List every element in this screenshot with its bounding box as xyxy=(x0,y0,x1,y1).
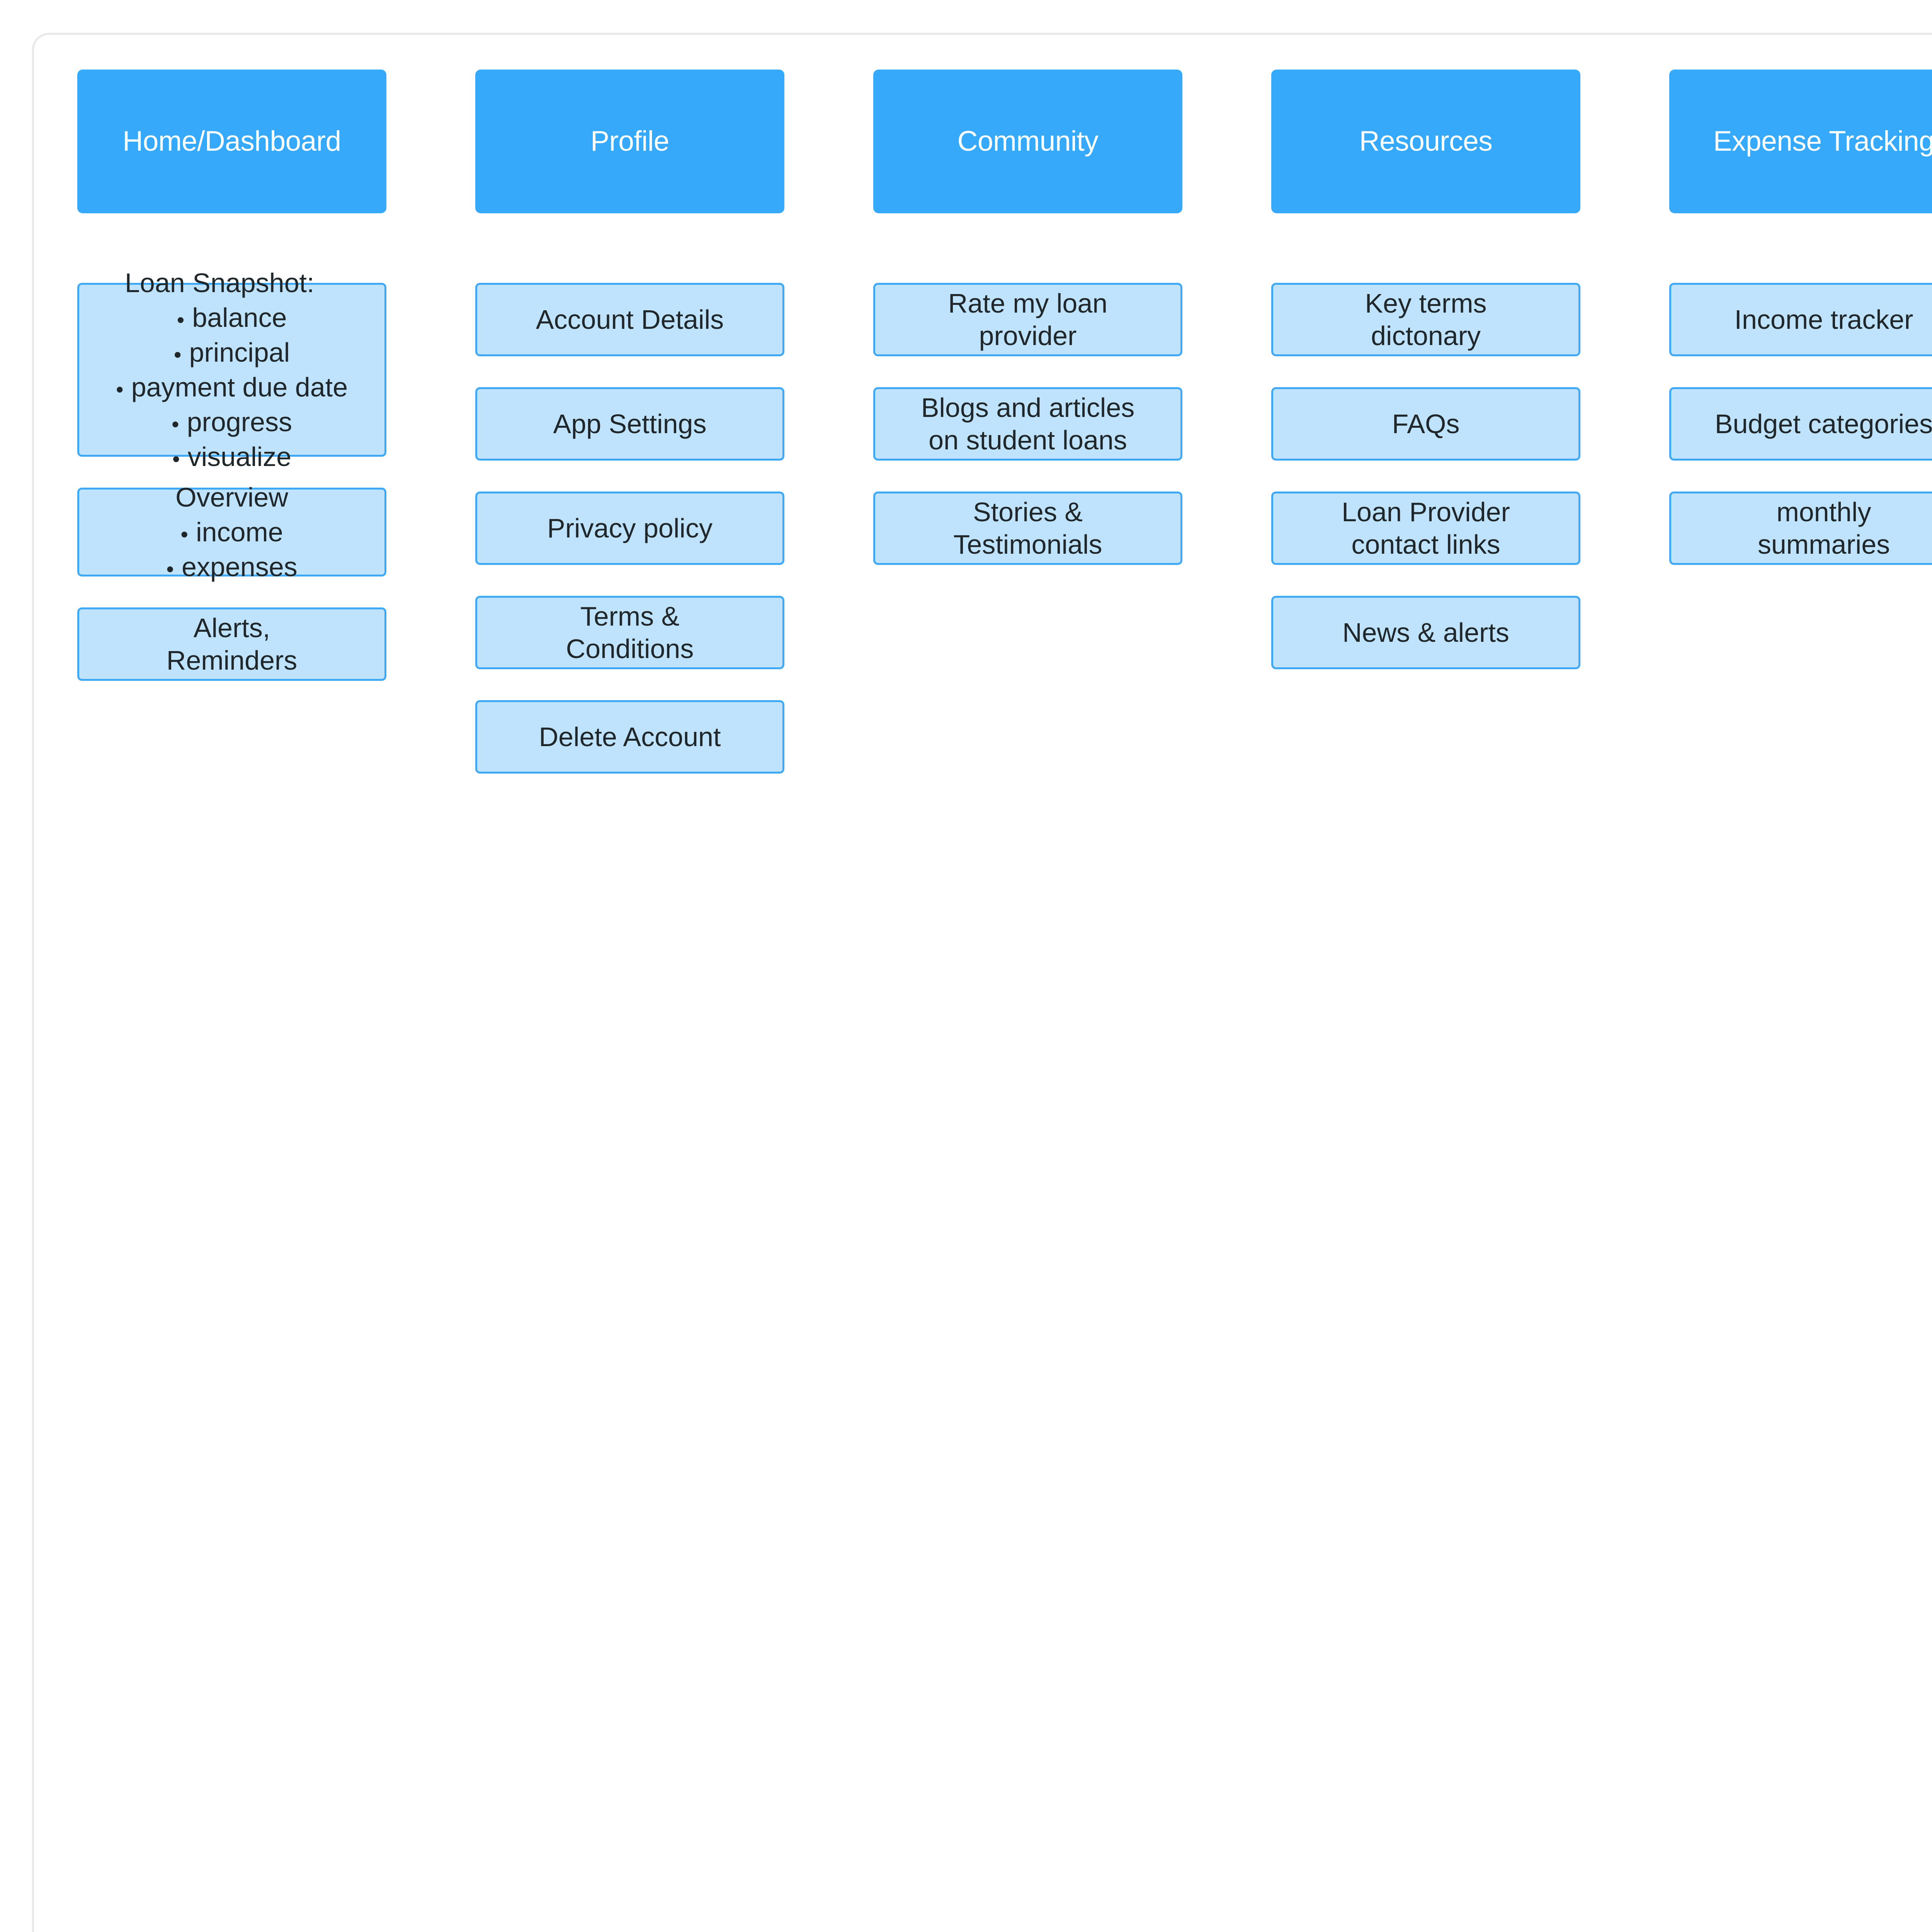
feature-card-list-item-label: income xyxy=(196,517,283,547)
bullet-icon: • xyxy=(172,446,180,471)
feature-card-list-item: • payment due date xyxy=(88,371,376,403)
feature-card-list-item: • visualize xyxy=(88,440,376,473)
feature-card-list-item: • income xyxy=(88,516,376,548)
feature-card-list-item-label: progress xyxy=(187,407,292,437)
feature-card[interactable]: Budget categories xyxy=(1669,387,1932,461)
bullet-icon: • xyxy=(177,307,185,332)
feature-card[interactable]: Blogs and articles on student loans xyxy=(873,387,1182,461)
feature-card[interactable]: Loan Provider contact links xyxy=(1271,492,1580,565)
feature-card[interactable]: Privacy policy xyxy=(475,492,784,565)
feature-card-list-item: • progress xyxy=(88,406,376,438)
feature-card[interactable]: Stories & Testimonials xyxy=(873,492,1182,565)
section-header-home-dashboard[interactable]: Home/Dashboard xyxy=(77,70,386,213)
bullet-icon: • xyxy=(172,412,179,436)
bullet-icon: • xyxy=(173,342,182,367)
feature-card[interactable]: Key terms dictonary xyxy=(1271,283,1580,356)
feature-card-list-item-label: payment due date xyxy=(131,372,348,402)
section-header-expense-tracking[interactable]: Expense Tracking xyxy=(1669,70,1932,213)
feature-card-list: •balance•principal•payment due date•prog… xyxy=(88,299,376,473)
feature-card-list-item-label: principal xyxy=(189,337,290,367)
feature-card[interactable]: Loan Snapshot:•balance•principal•payment… xyxy=(77,268,386,472)
feature-card-list-item-label: expenses xyxy=(181,552,298,582)
feature-card-list-item: • balance xyxy=(88,301,376,334)
bullet-icon: • xyxy=(116,377,124,401)
feature-card-title: Overview xyxy=(175,482,288,512)
feature-card[interactable]: FAQs xyxy=(1271,387,1580,461)
bullet-icon: • xyxy=(180,522,188,546)
feature-card[interactable]: App Settings xyxy=(475,387,784,461)
section-header-profile[interactable]: Profile xyxy=(475,70,784,213)
feature-card[interactable]: Terms & Conditions xyxy=(475,596,784,669)
bullet-icon: • xyxy=(166,556,174,581)
feature-card[interactable]: Account Details xyxy=(475,283,784,356)
feature-card[interactable]: News & alerts xyxy=(1271,596,1580,669)
feature-card[interactable]: Overview • income • expenses xyxy=(77,482,386,582)
section-header-resources[interactable]: Resources xyxy=(1271,70,1580,213)
feature-card[interactable]: Income tracker xyxy=(1669,283,1932,356)
section-header-community[interactable]: Community xyxy=(873,70,1182,213)
feature-card-title: Loan Snapshot: xyxy=(125,268,315,298)
feature-card[interactable]: Delete Account xyxy=(475,700,784,774)
feature-card-list-item-label: visualize xyxy=(187,442,292,472)
feature-card[interactable]: Alerts, Reminders xyxy=(77,607,386,681)
feature-card-list-item: • principal xyxy=(88,336,376,369)
feature-card-list-item: • expenses xyxy=(88,551,376,583)
feature-card-list-item-label: balance xyxy=(192,303,287,333)
feature-card-list: • income • expenses xyxy=(88,514,376,583)
feature-card[interactable]: Rate my loan provider xyxy=(873,283,1182,356)
feature-card[interactable]: monthly summaries xyxy=(1669,492,1932,565)
